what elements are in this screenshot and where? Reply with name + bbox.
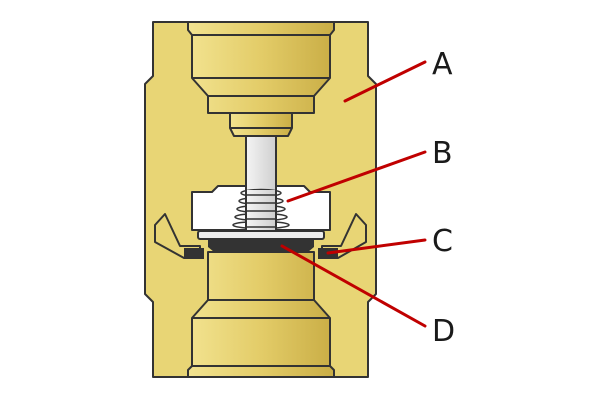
label-a: A [432,47,453,82]
leader-line-a [343,60,427,103]
left-seat-seal [184,248,204,259]
label-c: C [432,224,453,259]
leader-line-b [286,150,427,203]
valve-stem-front [247,190,275,230]
leader-line-d [280,244,427,328]
spring-front-coils [247,194,275,228]
poppet-disc [208,239,314,252]
leader-line-c [326,238,427,255]
stem-guide [229,112,293,137]
poppet-plate [197,230,325,240]
label-d: D [432,314,455,349]
label-b: B [432,136,453,171]
lower-bore [187,251,335,378]
